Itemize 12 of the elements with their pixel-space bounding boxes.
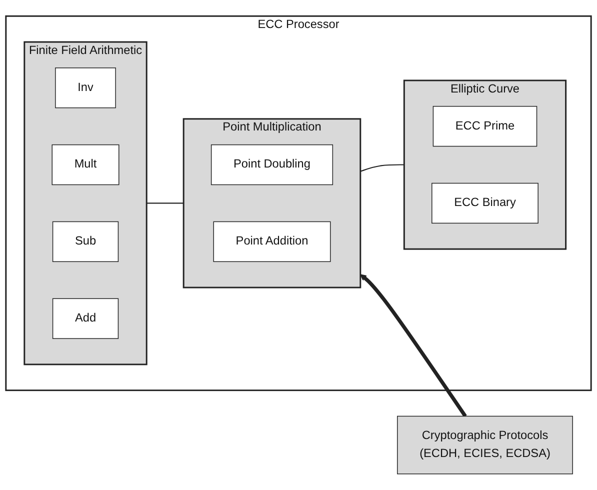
node-box: Sub: [52, 221, 119, 262]
connector: [146, 202, 184, 204]
node-box: Inv: [55, 68, 116, 108]
node-box: Point Addition: [213, 221, 331, 262]
node-box: Mult: [52, 144, 120, 186]
node-box: Add: [52, 298, 119, 339]
arrow: [360, 274, 467, 418]
node-box: Point Doubling: [210, 144, 334, 186]
node-box: ECC Prime: [432, 106, 538, 147]
node-box: ECC Binary: [432, 182, 538, 224]
connector: [360, 164, 404, 172]
node-box: Cryptographic Protocols (ECDH, ECIES, ECDSA): [397, 416, 573, 474]
